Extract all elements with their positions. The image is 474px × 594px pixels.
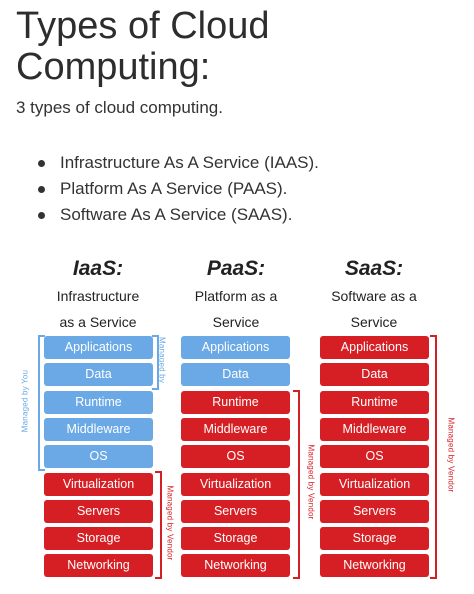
saas-subtitle-line1: Software as a (331, 288, 417, 304)
saas-managed-by-vendor-label: Managed by Vendor (446, 417, 456, 493)
iaas-layer-runtime: Runtime (44, 391, 153, 414)
list-item-paas: Platform As A Service (PAAS). (36, 176, 319, 202)
saas-subtitle-line2: Service (350, 314, 398, 330)
saas-layer-middleware: Middleware (320, 418, 429, 441)
saas-layer-data: Data (320, 363, 429, 386)
paas-layer-storage: Storage (181, 527, 290, 550)
iaas-layer-virtualization: Virtualization (44, 473, 153, 496)
iaas-layer-os: OS (44, 445, 153, 468)
paas-layer-data: Data (181, 363, 290, 386)
page-subtitle: 3 types of cloud computing. (16, 98, 223, 117)
iaas-managed-by-you-right-label: Managed by (157, 336, 167, 384)
paas-subtitle-line1: Platform as a (194, 288, 278, 304)
paas-title: PaaS: (206, 257, 266, 280)
iaas-subtitle-line2: as a Service (59, 314, 137, 330)
iaas-layer-storage: Storage (44, 527, 153, 550)
iaas-managed-by-you-label: Managed by You (20, 369, 30, 433)
iaas-you-bracket (38, 335, 45, 471)
cloud-types-list: Infrastructure As A Service (IAAS). Plat… (36, 150, 319, 228)
saas-layer-applications: Applications (320, 336, 429, 359)
paas-managed-by-vendor-label: Managed by Vendor (306, 444, 316, 520)
paas-layer-os: OS (181, 445, 290, 468)
iaas-layer-networking: Networking (44, 554, 153, 577)
paas-header: PaaS: Platform as a Service (166, 256, 306, 334)
saas-layer-storage: Storage (320, 527, 429, 550)
list-item-iaas: Infrastructure As A Service (IAAS). (36, 150, 319, 176)
iaas-vendor-bracket (155, 471, 162, 579)
iaas-layer-applications: Applications (44, 336, 153, 359)
paas-vendor-bracket (293, 390, 300, 579)
paas-layer-servers: Servers (181, 500, 290, 523)
paas-layer-applications: Applications (181, 336, 290, 359)
paas-layer-networking: Networking (181, 554, 290, 577)
iaas-subtitle-line1: Infrastructure (56, 288, 140, 304)
saas-layer-os: OS (320, 445, 429, 468)
saas-layer-networking: Networking (320, 554, 429, 577)
paas-layer-runtime: Runtime (181, 391, 290, 414)
iaas-title: IaaS: (72, 257, 124, 280)
iaas-layer-data: Data (44, 363, 153, 386)
paas-subtitle-line2: Service (212, 314, 260, 330)
saas-title: SaaS: (344, 257, 404, 280)
saas-layer-runtime: Runtime (320, 391, 429, 414)
saas-header: SaaS: Software as a Service (304, 256, 444, 334)
iaas-header: IaaS: Infrastructure as a Service (28, 256, 168, 334)
saas-vendor-bracket (430, 335, 437, 579)
list-item-saas: Software As A Service (SAAS). (36, 202, 319, 228)
iaas-managed-by-vendor-label: Managed by Vendor (165, 485, 175, 561)
saas-layer-servers: Servers (320, 500, 429, 523)
iaas-you-right-bracket (152, 335, 159, 390)
iaas-layer-servers: Servers (44, 500, 153, 523)
paas-layer-middleware: Middleware (181, 418, 290, 441)
saas-layer-virtualization: Virtualization (320, 473, 429, 496)
paas-layer-virtualization: Virtualization (181, 473, 290, 496)
page-title: Types of Cloud Computing: (16, 5, 270, 88)
iaas-layer-middleware: Middleware (44, 418, 153, 441)
